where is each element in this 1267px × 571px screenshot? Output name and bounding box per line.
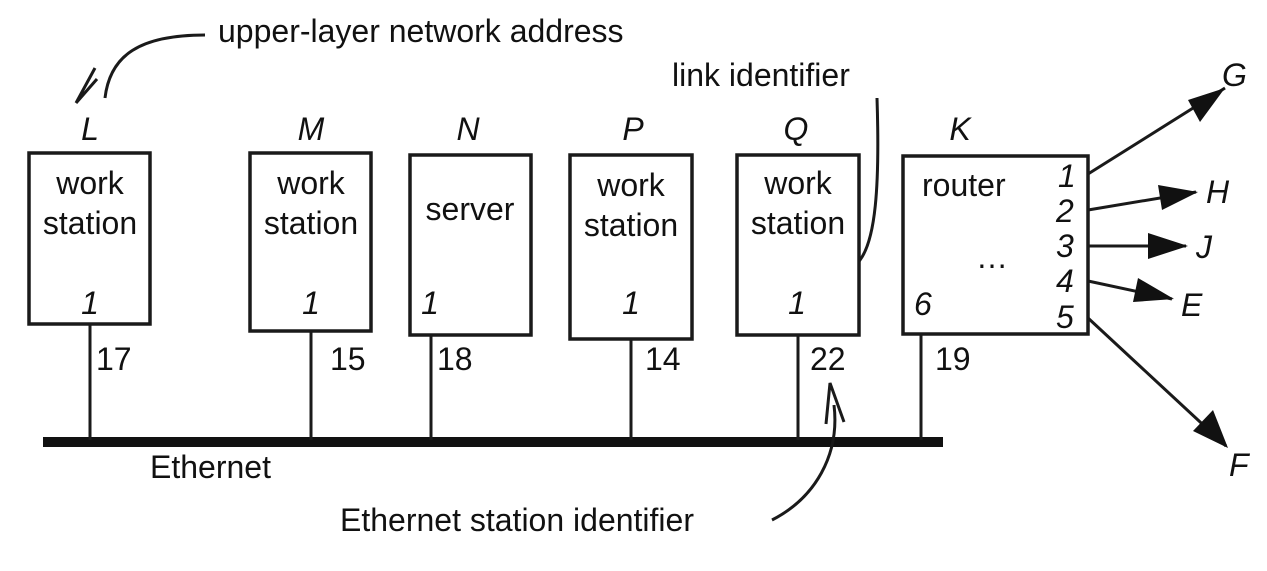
arrowhead-G xyxy=(1188,88,1225,122)
router-K: K router … 6 1 2 3 4 5 19 G H J E F xyxy=(901,57,1251,483)
link-id: 1 xyxy=(622,285,640,321)
node-name: P xyxy=(622,111,644,147)
node-type: work xyxy=(55,165,125,201)
node-name: N xyxy=(456,111,480,147)
node-N: N server 1 18 xyxy=(408,111,533,440)
router-port-5: 5 xyxy=(1056,299,1074,335)
router-ethernet-link: 6 xyxy=(914,286,932,322)
arrowhead-E xyxy=(1133,278,1174,302)
arrowhead-H xyxy=(1158,185,1198,210)
node-type: station xyxy=(43,205,137,241)
ethernet-label: Ethernet xyxy=(150,449,271,485)
link-id: 1 xyxy=(421,285,439,321)
ethernet-station-identifier-label: Ethernet station identifier xyxy=(340,502,694,538)
ethernet-bus xyxy=(43,437,943,447)
station-id: 18 xyxy=(437,341,473,377)
station-id: 15 xyxy=(330,341,366,377)
dest-E: E xyxy=(1181,287,1203,323)
upper-layer-arrow xyxy=(103,33,206,99)
workstation-box xyxy=(568,153,694,341)
node-type: station xyxy=(751,205,845,241)
node-name: K xyxy=(949,111,972,147)
node-name: M xyxy=(298,111,325,147)
router-port-3: 3 xyxy=(1056,228,1074,264)
node-P: P work station 1 14 xyxy=(568,111,694,440)
router-box xyxy=(901,154,1090,336)
router-label: router xyxy=(922,167,1006,203)
dest-J: J xyxy=(1195,229,1213,265)
workstation-box xyxy=(735,153,861,337)
station-id: 22 xyxy=(810,341,846,377)
arrowhead-F xyxy=(1193,410,1228,448)
link-identifier-label: link identifier xyxy=(672,57,850,93)
node-type: server xyxy=(426,191,515,227)
link-id: 1 xyxy=(81,285,99,321)
node-type: work xyxy=(276,165,346,201)
router-port-4: 4 xyxy=(1056,263,1074,299)
station-identifier-arrow xyxy=(771,404,837,522)
node-name: Q xyxy=(784,111,809,147)
upper-layer-address-label: upper-layer network address xyxy=(218,13,624,49)
ellipsis: … xyxy=(976,239,1008,275)
station-identifier-arrowhead xyxy=(824,382,846,425)
station-id: 14 xyxy=(645,341,681,377)
node-type: station xyxy=(264,205,358,241)
node-L: L work station 1 17 xyxy=(27,111,152,440)
server-box xyxy=(408,153,533,337)
station-id: 19 xyxy=(935,341,971,377)
router-port-1: 1 xyxy=(1058,158,1076,194)
node-M: M work station 1 15 xyxy=(248,111,373,440)
link-id: 1 xyxy=(302,285,320,321)
router-port-2: 2 xyxy=(1055,193,1074,229)
workstation-box xyxy=(27,151,152,326)
node-type: work xyxy=(596,167,666,203)
dest-H: H xyxy=(1206,174,1230,210)
upper-layer-arrowhead xyxy=(74,67,99,104)
node-name: L xyxy=(81,111,99,147)
arrowhead-J xyxy=(1148,233,1188,259)
station-id: 17 xyxy=(96,341,132,377)
node-type: station xyxy=(584,207,678,243)
dest-F: F xyxy=(1229,447,1251,483)
node-Q: Q work station 1 22 xyxy=(735,111,861,440)
node-type: work xyxy=(763,165,833,201)
link-id: 1 xyxy=(788,285,806,321)
dest-G: G xyxy=(1222,57,1247,93)
